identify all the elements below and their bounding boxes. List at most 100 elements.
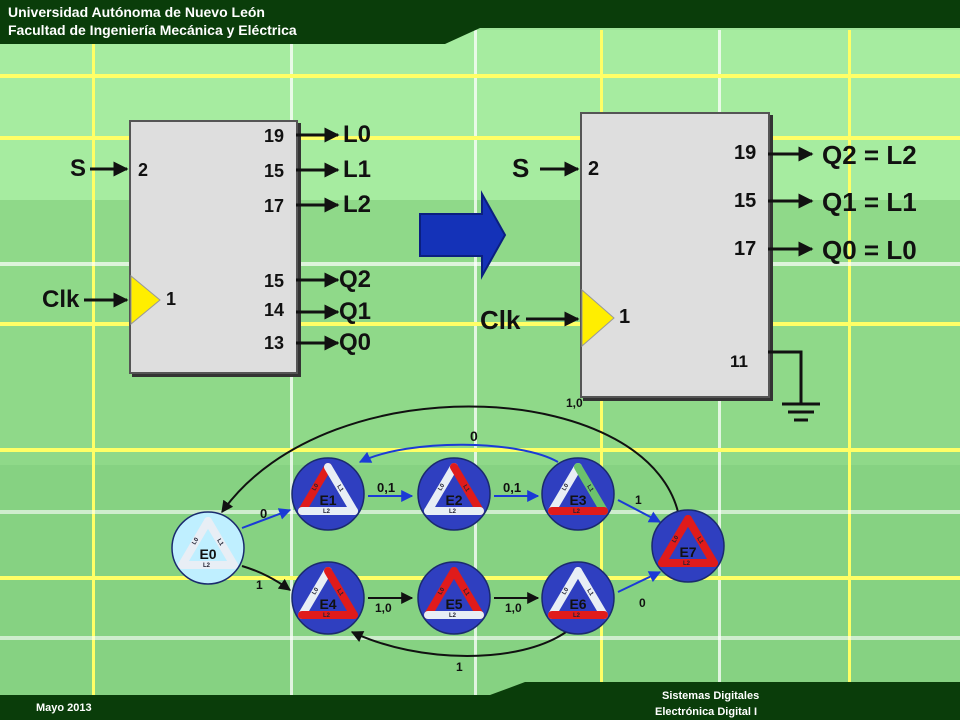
faculty-name: Facultad de Ingeniería Mecánica y Eléctr… [8, 22, 297, 38]
left-output-5: Q1 [339, 298, 372, 325]
segment-l1 [450, 567, 484, 619]
right-input-clk: Clk [480, 305, 521, 335]
label-e3-e1: 0 [470, 428, 478, 444]
segment-l1 [450, 463, 484, 515]
right-input-s: S [512, 153, 530, 183]
segment-label: L1 [335, 588, 344, 598]
label-e0-e4: 1 [256, 578, 263, 592]
left-input-clk: Clk [42, 286, 80, 313]
segment-label: L0 [438, 586, 447, 596]
state-label: E2 [445, 492, 462, 508]
transition-e0-e1 [241, 508, 292, 529]
segment-label: L2 [203, 563, 211, 569]
left-pin-4: 15 [264, 271, 285, 291]
grid-line [0, 136, 960, 140]
label-e6-e7: 0 [639, 596, 646, 610]
grid-line [0, 448, 960, 452]
segment-label: L1 [461, 484, 470, 494]
segment-label: L1 [585, 588, 594, 598]
transition-e6-e7 [617, 571, 662, 593]
segment-label: L1 [335, 484, 344, 494]
right-pin-3: 17 [734, 238, 757, 260]
segment-label: L0 [672, 534, 681, 544]
transition-e7-e0 [221, 405, 681, 523]
footer-date: Mayo 2013 [36, 702, 92, 714]
right-pin-gnd: 11 [730, 352, 748, 371]
label-e5-e6: 1,0 [505, 601, 522, 615]
state-label: E5 [445, 596, 462, 612]
grid-line [0, 74, 960, 78]
right-output-2: Q1 = L1 [822, 187, 917, 217]
segment-label: L2 [323, 613, 331, 619]
segment-l0 [658, 515, 692, 567]
label-e1-e2: 0,1 [377, 480, 396, 495]
segment-l1 [204, 517, 238, 569]
left-pin-clk: 1 [166, 289, 177, 309]
left-output-1: L0 [343, 121, 372, 148]
left-pin-3: 17 [264, 196, 285, 216]
label-e4-e5: 1,0 [375, 601, 392, 615]
transition-e0-e4 [241, 565, 291, 591]
label-e7-e0: 1,0 [566, 396, 583, 410]
left-pin-1: 19 [264, 126, 285, 146]
segment-l0 [548, 463, 582, 515]
left-output-3: L2 [343, 191, 372, 218]
transition-e3-e1 [358, 443, 559, 463]
segment-l0 [424, 463, 458, 515]
grid-line [0, 322, 960, 326]
grid-line [0, 636, 960, 640]
segment-label: L1 [215, 538, 224, 548]
segment-label: L0 [192, 536, 201, 546]
state-label: E4 [319, 596, 336, 612]
segment-l1 [684, 515, 718, 567]
grid-line [0, 262, 960, 266]
right-circuit-block [580, 112, 770, 398]
segment-l0 [298, 567, 332, 619]
state-label: E6 [569, 596, 586, 612]
state-label: E3 [569, 492, 586, 508]
grid-line [474, 30, 477, 695]
label-e6-e4: 1 [456, 660, 463, 674]
left-pin-s: 2 [138, 160, 149, 180]
segment-l0 [178, 517, 212, 569]
segment-l1 [324, 567, 358, 619]
left-output-2: L1 [343, 156, 372, 183]
label-e3-e7: 1 [635, 493, 642, 507]
transition-e3-e7 [617, 499, 662, 523]
left-pin-2: 15 [264, 161, 285, 181]
right-pin-1: 19 [734, 142, 757, 164]
segment-label: L2 [449, 509, 457, 515]
grid-line [92, 30, 95, 695]
footer-course-1: Sistemas Digitales [662, 690, 760, 702]
footer-course-2: Electrónica Digital I [655, 706, 758, 718]
segment-label: L2 [449, 613, 457, 619]
right-output-1: Q2 = L2 [822, 140, 917, 170]
segment-l1 [574, 567, 608, 619]
grid-line [848, 30, 851, 695]
label-e0-e1: 0 [260, 506, 268, 521]
state-label: E0 [199, 546, 216, 562]
segment-label: L0 [438, 482, 447, 492]
footer-bar [0, 682, 960, 720]
segment-label: L1 [461, 588, 470, 598]
left-output-4: Q2 [339, 266, 372, 293]
state-label: E7 [679, 544, 696, 560]
segment-label: L0 [312, 482, 321, 492]
transition-e6-e4 [350, 631, 567, 657]
right-pin-2: 15 [734, 190, 757, 212]
segment-label: L0 [562, 482, 571, 492]
segment-label: L2 [573, 509, 581, 515]
right-pin-s: 2 [588, 158, 600, 180]
segment-label: L2 [683, 561, 691, 567]
